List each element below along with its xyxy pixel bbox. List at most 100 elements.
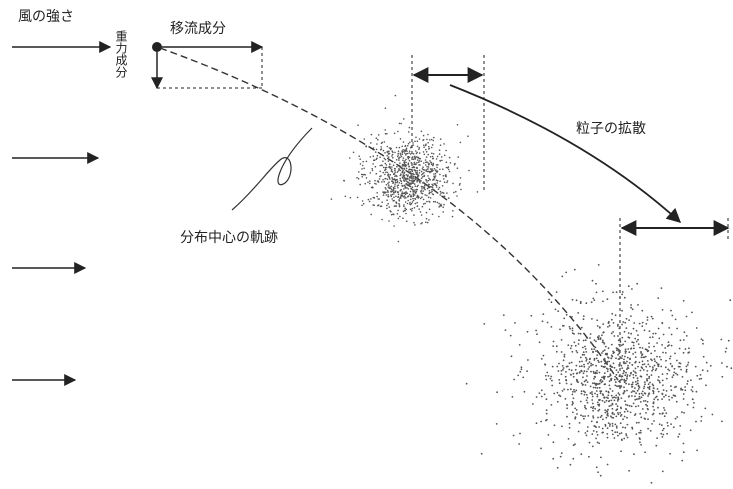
particle: [370, 133, 373, 136]
particle: [598, 404, 600, 407]
particle: [374, 165, 377, 168]
particle: [635, 421, 638, 424]
particle: [381, 201, 384, 203]
particle: [399, 152, 402, 155]
particle: [384, 187, 387, 189]
particle: [569, 388, 572, 391]
particle: [641, 321, 644, 324]
particle: [406, 192, 409, 194]
particle: [619, 422, 622, 425]
particle: [612, 291, 614, 294]
particle: [687, 361, 690, 364]
particle: [547, 375, 550, 377]
particle: [655, 368, 658, 370]
particle: [397, 187, 399, 189]
particle: [436, 201, 439, 204]
particle: [555, 345, 558, 348]
particle: [640, 392, 643, 395]
particle: [617, 335, 619, 337]
particle: [569, 327, 571, 330]
particle: [591, 402, 594, 405]
particle: [601, 393, 604, 395]
particle: [565, 365, 568, 368]
particle: [407, 188, 410, 190]
particle: [543, 393, 546, 396]
particle: [589, 357, 591, 360]
particle: [409, 153, 412, 155]
particle: [669, 355, 672, 358]
particle: [610, 378, 612, 380]
particle: [382, 191, 384, 193]
particle: [415, 171, 417, 174]
particle: [591, 433, 594, 435]
particle: [404, 177, 407, 180]
particle: [705, 384, 707, 387]
particle: [435, 169, 437, 171]
particle: [581, 353, 584, 356]
particle: [426, 138, 428, 141]
particle: [653, 409, 655, 411]
particle: [423, 146, 425, 148]
particle: [646, 379, 648, 382]
particle: [592, 430, 595, 432]
particle: [626, 374, 629, 376]
particle: [404, 179, 407, 181]
particle: [382, 178, 384, 181]
particle: [682, 398, 685, 400]
particle: [665, 412, 668, 415]
particle: [632, 402, 635, 405]
particle: [609, 415, 612, 418]
particle: [606, 427, 609, 429]
particle: [623, 390, 626, 392]
particle: [568, 422, 571, 425]
particle: [372, 196, 375, 199]
particle: [720, 338, 723, 341]
particle: [439, 160, 442, 162]
particle: [616, 408, 619, 411]
particle: [607, 368, 609, 370]
particle: [657, 406, 659, 409]
particle: [405, 183, 407, 185]
particle: [442, 206, 445, 208]
particle: [652, 368, 654, 370]
particle: [424, 184, 426, 187]
particle: [393, 167, 396, 170]
particle: [378, 198, 381, 200]
particle: [641, 367, 644, 370]
particle: [584, 345, 586, 348]
particle: [667, 341, 670, 344]
particle: [439, 205, 441, 207]
particle: [579, 332, 582, 335]
particle: [552, 345, 555, 347]
particle: [624, 348, 627, 351]
particle: [652, 405, 654, 408]
particle: [574, 390, 576, 393]
particle: [566, 407, 568, 410]
particle: [402, 196, 405, 198]
particle: [545, 409, 548, 412]
particle: [379, 205, 382, 208]
particle: [571, 298, 574, 301]
particle: [387, 156, 390, 158]
particle: [665, 359, 667, 362]
particle: [647, 418, 649, 421]
particle: [594, 407, 597, 410]
particle: [406, 150, 408, 152]
particle: [436, 179, 439, 182]
particle: [590, 406, 592, 409]
particle: [413, 163, 415, 165]
particle: [434, 175, 437, 177]
particle: [591, 382, 594, 385]
particle: [584, 339, 587, 342]
particle: [454, 162, 456, 165]
particle: [558, 362, 560, 365]
particle: [595, 466, 598, 469]
particle: [433, 189, 435, 191]
particle: [428, 145, 430, 148]
particle: [617, 413, 620, 416]
particle: [403, 180, 406, 182]
particle: [407, 199, 410, 202]
particle: [597, 264, 600, 266]
particle: [726, 365, 728, 368]
particle: [443, 143, 445, 145]
